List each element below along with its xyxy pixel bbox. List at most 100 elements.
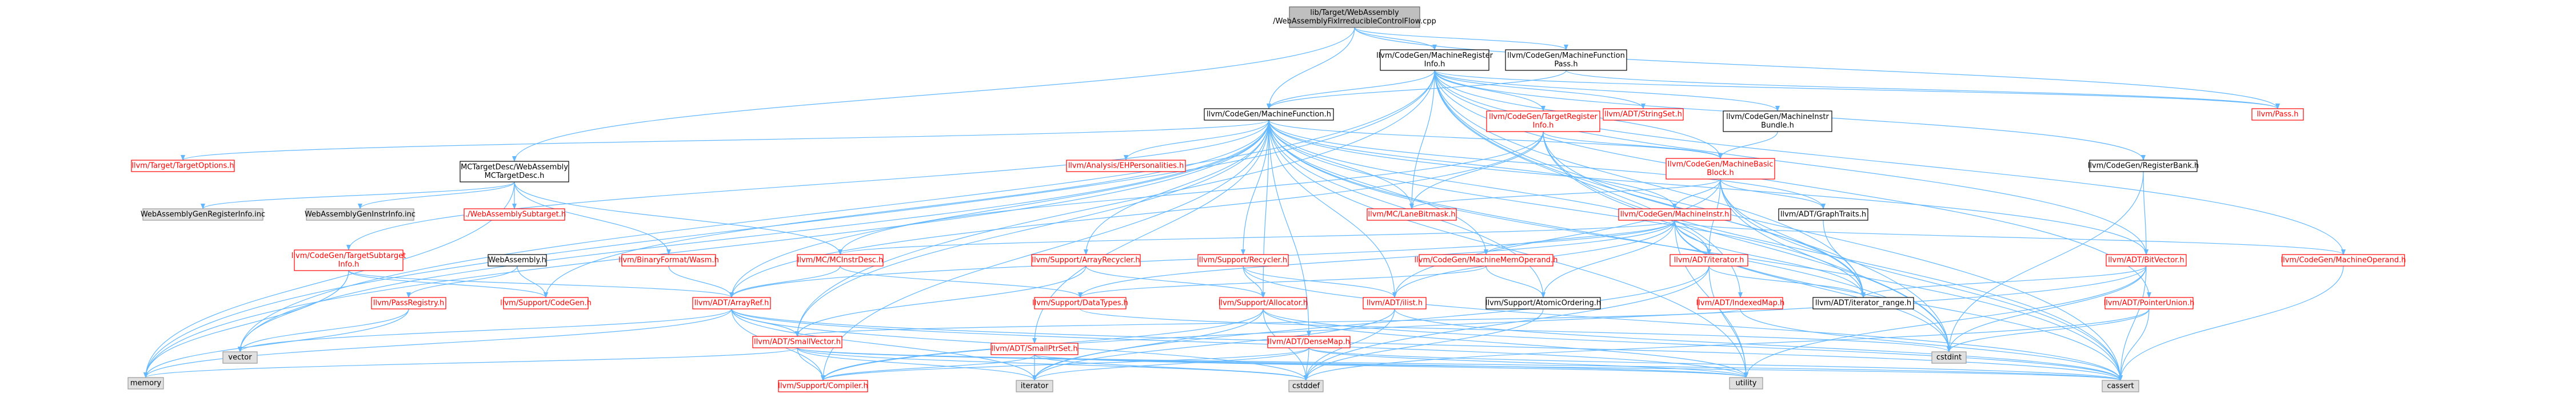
node-box bbox=[306, 208, 414, 221]
edge-mib-to-mbb bbox=[1718, 131, 1778, 159]
node-ptrunion[interactable]: llvm/ADT/PointerUnion.h bbox=[2104, 297, 2195, 309]
edge-line bbox=[348, 270, 734, 298]
edge-indexedmap-to-cassert bbox=[1740, 308, 2123, 381]
node-root[interactable]: lib/Target/WebAssembly/WebAssemblyFixIrr… bbox=[1273, 6, 1436, 28]
edge-line bbox=[797, 347, 825, 381]
edge-line bbox=[1034, 354, 1748, 378]
node-label: llvm/Pass.h bbox=[2257, 110, 2298, 119]
edge-tsi-to-arrayref bbox=[348, 270, 734, 298]
node-mi[interactable]: llvm/CodeGen/MachineInstr.h bbox=[1618, 208, 1731, 221]
edge-mi-to-mmo bbox=[1484, 220, 1675, 255]
node-box bbox=[797, 254, 884, 267]
node-arrayref[interactable]: llvm/ADT/ArrayRef.h bbox=[692, 297, 771, 309]
edge-line bbox=[1674, 220, 1951, 352]
node-box bbox=[1812, 297, 1914, 309]
node-box bbox=[2104, 297, 2194, 309]
node-mf[interactable]: llvm/CodeGen/MachineFunction.h bbox=[1204, 108, 1334, 121]
node-compiler[interactable]: llvm/Support/Compiler.h bbox=[778, 380, 868, 392]
edge-line bbox=[1354, 27, 1437, 50]
node-label: llvm/CodeGen/MachineMemOperand.h bbox=[1415, 256, 1558, 265]
edge-mf-to-ilist bbox=[1268, 120, 1397, 298]
edge-tsi-to-vector bbox=[238, 270, 349, 352]
node-codegen[interactable]: llvm/Support/CodeGen.h bbox=[500, 297, 592, 309]
node-layer: lib/Target/WebAssembly/WebAssemblyFixIrr… bbox=[127, 6, 2406, 392]
edge-line bbox=[1740, 308, 2123, 381]
node-label: llvm/Support/Allocator.h bbox=[1219, 299, 1308, 308]
node-label: llvm/CodeGen/MachineBasic bbox=[1668, 160, 1774, 169]
node-arrrec[interactable]: llvm/Support/ArrayRecycler.h bbox=[1031, 254, 1141, 267]
edge-line bbox=[1744, 265, 2147, 378]
node-recycler[interactable]: llvm/Support/Recycler.h bbox=[1197, 254, 1289, 267]
edge-line bbox=[1672, 178, 1721, 209]
edge-layer bbox=[143, 27, 2346, 381]
node-box bbox=[2106, 254, 2187, 267]
node-wasmsub[interactable]: ../WebAssemblySubtarget.h bbox=[463, 208, 566, 221]
node-bitvector[interactable]: llvm/ADT/BitVector.h bbox=[2106, 254, 2187, 267]
edge-line bbox=[731, 308, 1037, 381]
node-box bbox=[1363, 297, 1427, 309]
node-datatypes[interactable]: llvm/Support/DataTypes.h bbox=[1032, 297, 1128, 309]
node-itrange[interactable]: llvm/ADT/iterator_range.h bbox=[1812, 297, 1914, 309]
node-stringset[interactable]: llvm/ADT/StringSet.h bbox=[1603, 108, 1684, 121]
node-label: MCTargetDesc.h bbox=[485, 172, 545, 180]
node-ilist[interactable]: llvm/ADT/ilist.h bbox=[1363, 297, 1427, 309]
node-mmo[interactable]: llvm/CodeGen/MachineMemOperand.h bbox=[1415, 254, 1558, 267]
node-label: llvm/MC/MCInstrDesc.h bbox=[797, 256, 884, 265]
node-box bbox=[1666, 158, 1775, 180]
edge-smallvector-to-cassert bbox=[797, 347, 2123, 381]
node-box bbox=[1723, 110, 1832, 132]
node-passreg[interactable]: llvm/PassRegistry.h bbox=[371, 297, 446, 309]
edge-mri-to-mop bbox=[1434, 70, 2346, 255]
edge-line bbox=[1541, 220, 1675, 298]
edge-line bbox=[1708, 265, 1748, 378]
node-label: WebAssembly.h bbox=[488, 256, 546, 265]
node-densemap[interactable]: llvm/ADT/DenseMap.h bbox=[1267, 336, 1351, 348]
edge-tsi-to-memory bbox=[143, 270, 349, 378]
node-iterator[interactable]: llvm/ADT/iterator.h bbox=[1670, 254, 1748, 267]
node-lanebm[interactable]: llvm/MC/LaneBitmask.h bbox=[1367, 208, 1457, 221]
node-wasm[interactable]: WebAssembly.h bbox=[488, 254, 547, 267]
node-mop[interactable]: llvm/CodeGen/MachineOperand.h bbox=[2281, 254, 2406, 267]
node-box bbox=[991, 343, 1079, 355]
edge-allocator-to-utility bbox=[1263, 308, 1748, 378]
node-label: Block.h bbox=[1707, 169, 1734, 177]
edge-line bbox=[1263, 308, 1748, 378]
edge-mcdesc-to-geninstr bbox=[358, 181, 515, 209]
node-ehpers[interactable]: llvm/Analysis/EHPersonalities.h bbox=[1066, 160, 1186, 172]
node-binwasm[interactable]: llvm/BinaryFormat/Wasm.h bbox=[618, 254, 719, 267]
node-label: llvm/Support/ArrayRecycler.h bbox=[1032, 256, 1140, 265]
node-graphtraits[interactable]: llvm/ADT/GraphTraits.h bbox=[1778, 208, 1868, 221]
edge-line bbox=[2118, 265, 2147, 381]
node-label: WebAssemblyGenInstrInfo.inc bbox=[305, 211, 416, 219]
edge-line bbox=[1434, 70, 2148, 255]
node-box bbox=[1603, 108, 1684, 121]
node-regbank[interactable]: llvm/CodeGen/RegisterBank.h bbox=[2088, 160, 2199, 172]
edge-line bbox=[729, 120, 1269, 298]
node-label: llvm/CodeGen/MachineRegister bbox=[1376, 51, 1493, 60]
edge-densemap-to-compiler bbox=[821, 347, 1309, 381]
node-smallptrset[interactable]: llvm/ADT/SmallPtrSet.h bbox=[991, 343, 1079, 355]
node-indexedmap[interactable]: llvm/ADT/IndexedMap.h bbox=[1696, 297, 1785, 309]
edge-smallvector-to-iteratorstd bbox=[797, 347, 1037, 381]
node-targetopt[interactable]: llvm/Target/TargetOptions.h bbox=[131, 160, 235, 172]
node-pass[interactable]: llvm/Pass.h bbox=[2251, 108, 2304, 121]
edge-mf-to-targetopt bbox=[181, 120, 1269, 161]
edge-line bbox=[821, 265, 2147, 381]
node-smallvector[interactable]: llvm/ADT/SmallVector.h bbox=[752, 336, 842, 348]
node-atomic[interactable]: llvm/Support/AtomicOrdering.h bbox=[1485, 297, 1601, 309]
edge-line bbox=[2118, 308, 2150, 381]
edge-line bbox=[1823, 220, 1866, 298]
edge-line bbox=[1409, 178, 1721, 209]
edge-mf-to-compiler bbox=[821, 120, 1269, 381]
edge-line bbox=[1268, 120, 1711, 255]
node-mcinstr[interactable]: llvm/MC/MCInstrDesc.h bbox=[797, 254, 884, 267]
node-allocator[interactable]: llvm/Support/Allocator.h bbox=[1219, 297, 1308, 309]
node-label: llvm/Support/DataTypes.h bbox=[1032, 299, 1128, 308]
